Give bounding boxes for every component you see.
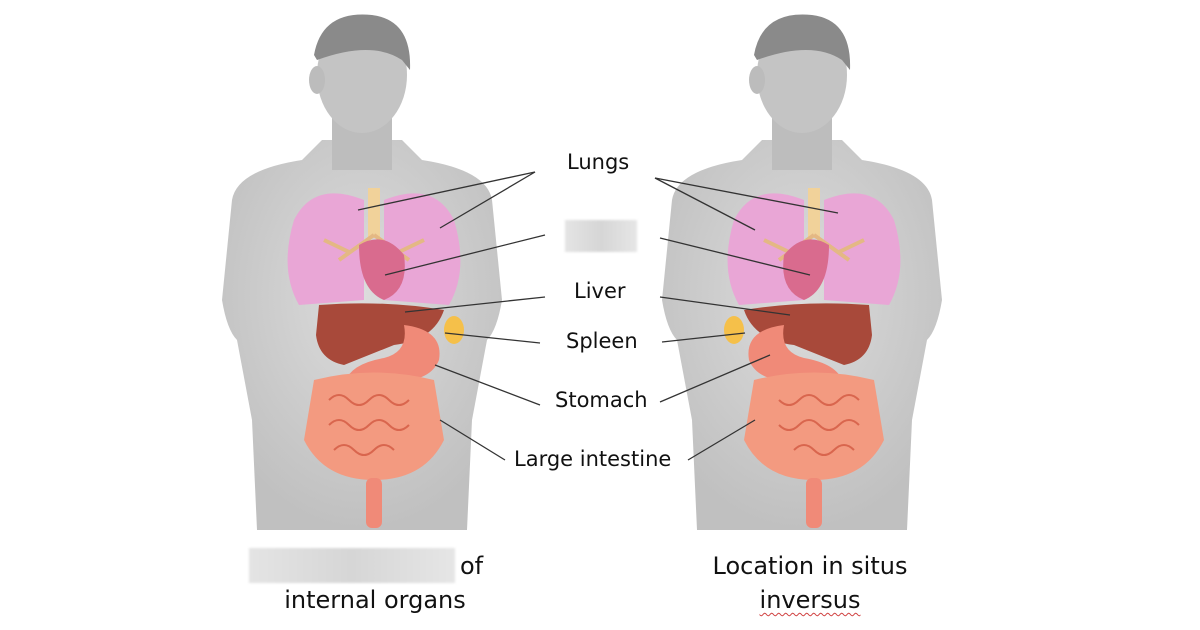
caption-right-word: inversus (759, 586, 861, 614)
caption-right-line1: Location in situs (712, 552, 908, 580)
hidden-label-box (565, 220, 637, 252)
hidden-caption-box (249, 548, 455, 583)
label-large-intestine: Large intestine (514, 447, 672, 471)
caption-left-line2: internal organs (284, 586, 466, 614)
figure-situs-inversus (662, 14, 942, 530)
label-lungs: Lungs (567, 150, 630, 174)
label-liver: Liver (574, 279, 626, 303)
caption-right-line2: inversus (690, 585, 930, 615)
leader-lines (357, 171, 839, 461)
caption-left-suffix: of (460, 552, 484, 580)
figure-normal (222, 14, 502, 530)
label-spleen: Spleen (566, 329, 638, 353)
label-stomach: Stomach (555, 388, 648, 412)
